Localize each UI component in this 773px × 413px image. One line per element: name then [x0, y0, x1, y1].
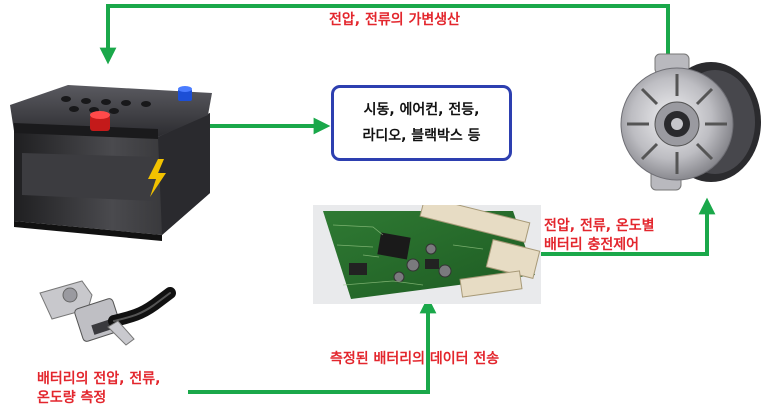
car-battery-icon [10, 85, 212, 241]
label-sensor-measure-line2: 온도량 측정 [37, 390, 107, 406]
label-top-feedback: 전압, 전류의 가변생산 [329, 12, 460, 28]
alternator-icon [620, 53, 761, 191]
arrow-sensor-to-board [188, 296, 437, 394]
label-alternator-control: 전압, 전류, 온도별 배터리 충전제어 [544, 217, 655, 255]
loads-line-2: 라디오, 블랙박스 등 [362, 128, 481, 144]
label-sensor-measure: 배터리의 전압, 전류, 온도량 측정 [37, 370, 160, 408]
arrow-board-to-alternator [540, 197, 716, 256]
label-sensor-measure-line1: 배터리의 전압, 전류, [37, 371, 161, 387]
control-circuit-board-icon [313, 205, 541, 304]
label-alternator-control-line2: 배터리 충전제어 [544, 237, 640, 253]
label-data-transmission: 측정된 배터리의 데이터 전송 [330, 351, 500, 367]
arrow-alternator-to-battery [99, 4, 670, 65]
label-alternator-control-line1: 전압, 전류, 온도별 [544, 218, 655, 234]
battery-sensor-clamp-icon [39, 280, 176, 346]
vehicle-loads-box: 시동, 에어컨, 전등, 라디오, 블랙박스 등 [331, 85, 512, 161]
loads-line-1: 시동, 에어컨, 전등, [363, 102, 480, 118]
